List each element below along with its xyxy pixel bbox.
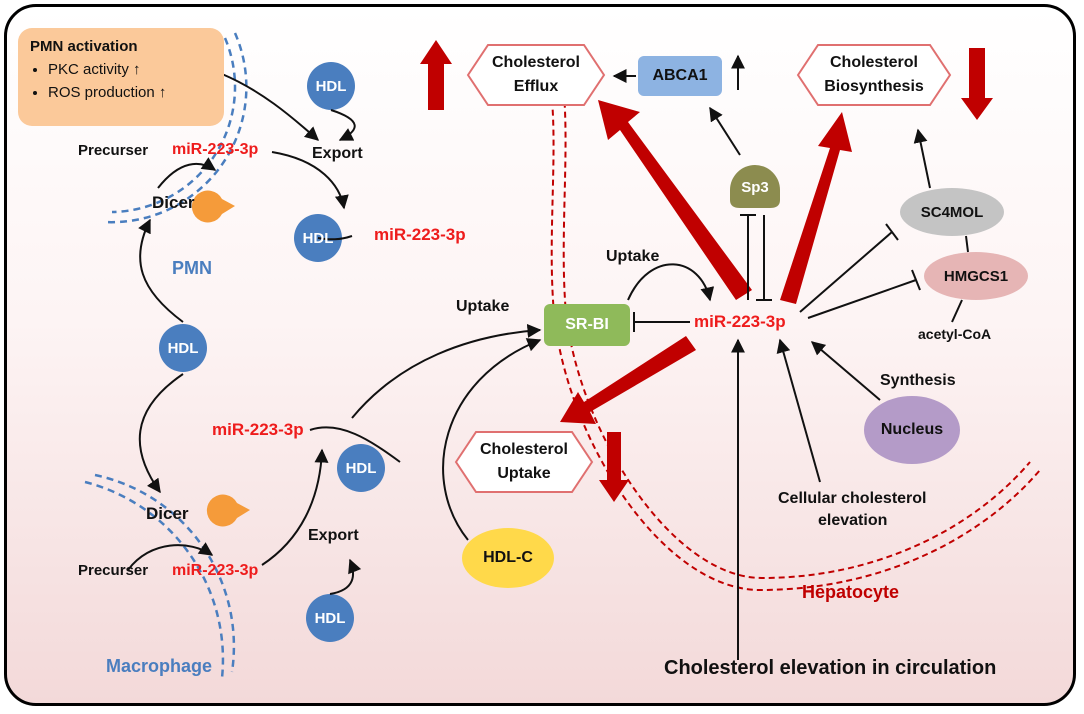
uptake-label-hdl: Uptake <box>456 298 510 315</box>
uptake-label-srbi: Uptake <box>606 248 660 265</box>
mir-label-macrophage-inner: miR-223-3p <box>172 562 259 579</box>
export-label-pmn: Export <box>312 145 363 162</box>
cellular-cholesterol-label: Cellular cholesterol <box>778 490 927 507</box>
hdl-label-macrophage-export: HDL <box>345 459 377 477</box>
uptake-hexagon <box>454 431 594 493</box>
hdl-label-pmn-top: HDL <box>315 77 347 95</box>
mir-to-biosynthesis-arrow <box>780 112 852 304</box>
macrophage-label: Macrophage <box>106 656 213 676</box>
hmgcs1-node: HMGCS1 <box>943 267 1009 285</box>
pmn-activation-list: PKC activity ↑ ROS production ↑ <box>30 61 212 101</box>
pmn-activation-title: PMN activation <box>30 38 138 55</box>
biosynthesis-hexagon <box>796 44 952 106</box>
cellular-cholesterol-label-2: elevation <box>818 512 888 529</box>
hepatocyte-label: Hepatocyte <box>802 582 900 602</box>
precurser-label-pmn: Precurser <box>78 142 149 159</box>
thin-arrows <box>127 54 931 660</box>
hdl-label-pmn-export: HDL <box>302 229 334 247</box>
acetyl-coa-label: acetyl-CoA <box>918 326 992 342</box>
dicer-label-macrophage: Dicer <box>146 504 189 523</box>
hdl-label-center: HDL <box>167 339 199 357</box>
uptake-box-label: Cholesterol <box>479 441 568 458</box>
inhibition-lines <box>633 214 969 332</box>
big-red-arrows <box>420 40 993 502</box>
mir-label-pmn-inner: miR-223-3p <box>172 141 259 158</box>
efflux-hexagon <box>466 44 606 106</box>
circulation-label: Cholesterol elevation in circulation <box>664 657 997 679</box>
hdl-label-macrophage-bottom: HDL <box>314 609 346 627</box>
mir-label-macrophage-exported: miR-223-3p <box>212 420 304 439</box>
synthesis-label: Synthesis <box>880 372 956 389</box>
efflux-label: Cholesterol <box>491 54 580 71</box>
pmn-activation-item: PKC activity ↑ <box>48 61 212 78</box>
mir-to-efflux-arrow <box>598 100 752 300</box>
sc4mol-node: SC4MOL <box>920 203 984 221</box>
hdlc-node: HDL-C <box>483 549 533 566</box>
srbi-node: SR-BI <box>565 316 609 333</box>
pmn-membrane <box>103 32 248 224</box>
export-label-macrophage: Export <box>308 527 359 544</box>
dicer-label-pmn: Dicer <box>152 193 195 212</box>
biosynthesis-label-2: Biosynthesis <box>824 78 924 95</box>
pmn-activation-box: PMN activation PKC activity ↑ ROS produc… <box>18 28 224 126</box>
hepatocyte-membrane <box>547 61 1041 592</box>
nucleus-node: Nucleus <box>880 421 944 438</box>
nodes <box>159 56 1028 642</box>
pmn-activation-item: ROS production ↑ <box>48 84 212 101</box>
efflux-label-2: Efflux <box>513 78 559 95</box>
precurser-label-macrophage: Precurser <box>78 562 149 579</box>
sp3-node: Sp3 <box>741 178 769 196</box>
uptake-box-label-2: Uptake <box>497 465 551 482</box>
abca1-node: ABCA1 <box>652 67 708 84</box>
mir-to-uptake-arrow <box>560 336 696 424</box>
mir-label-hepatocyte: miR-223-3p <box>694 312 786 331</box>
pmn-label: PMN <box>172 258 212 278</box>
biosynthesis-label: Cholesterol <box>829 54 918 71</box>
mir-label-pmn-exported: miR-223-3p <box>374 225 466 244</box>
